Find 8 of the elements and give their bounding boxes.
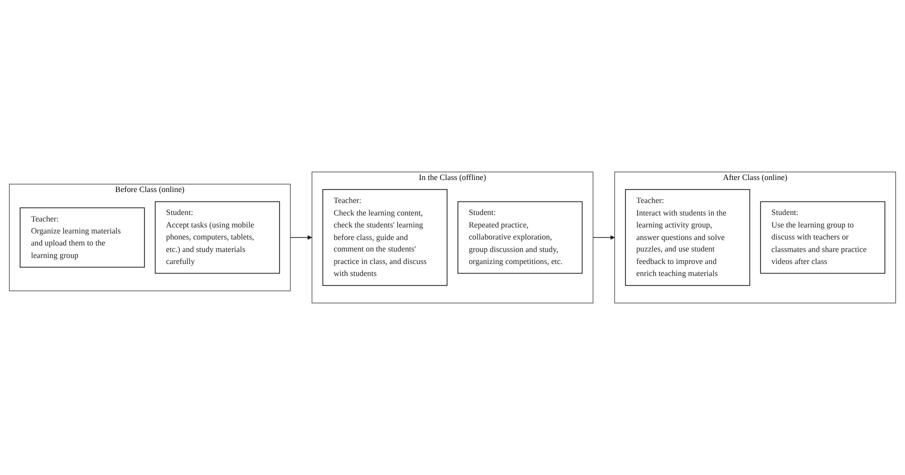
node-box: Student: Accept tasks (using mobile phones, computers, tablets, etc.) and study materials carefully bbox=[154, 201, 280, 274]
node-box: Teacher: Check the learning content, check the students' learning before class, guide and comment on the students' practice in class, and discuss with students bbox=[322, 189, 448, 286]
node-box: Student: Use the learning group to discuss with teachers or classmates and share practice videos after class bbox=[760, 201, 886, 274]
node-box: Teacher: Organize learning materials and upload them to the learning group bbox=[20, 207, 145, 268]
node-box: Student: Repeated practice, collaborative exploration, group discussion and study, organizing competitions, etc. bbox=[458, 201, 583, 274]
node-box: Teacher: Interact with students in the learning activity group, answer questions and solve puzzles, and use student feedback to improve and enrich teaching materials bbox=[625, 189, 750, 286]
arrow bbox=[290, 235, 312, 240]
arrow bbox=[592, 235, 615, 240]
